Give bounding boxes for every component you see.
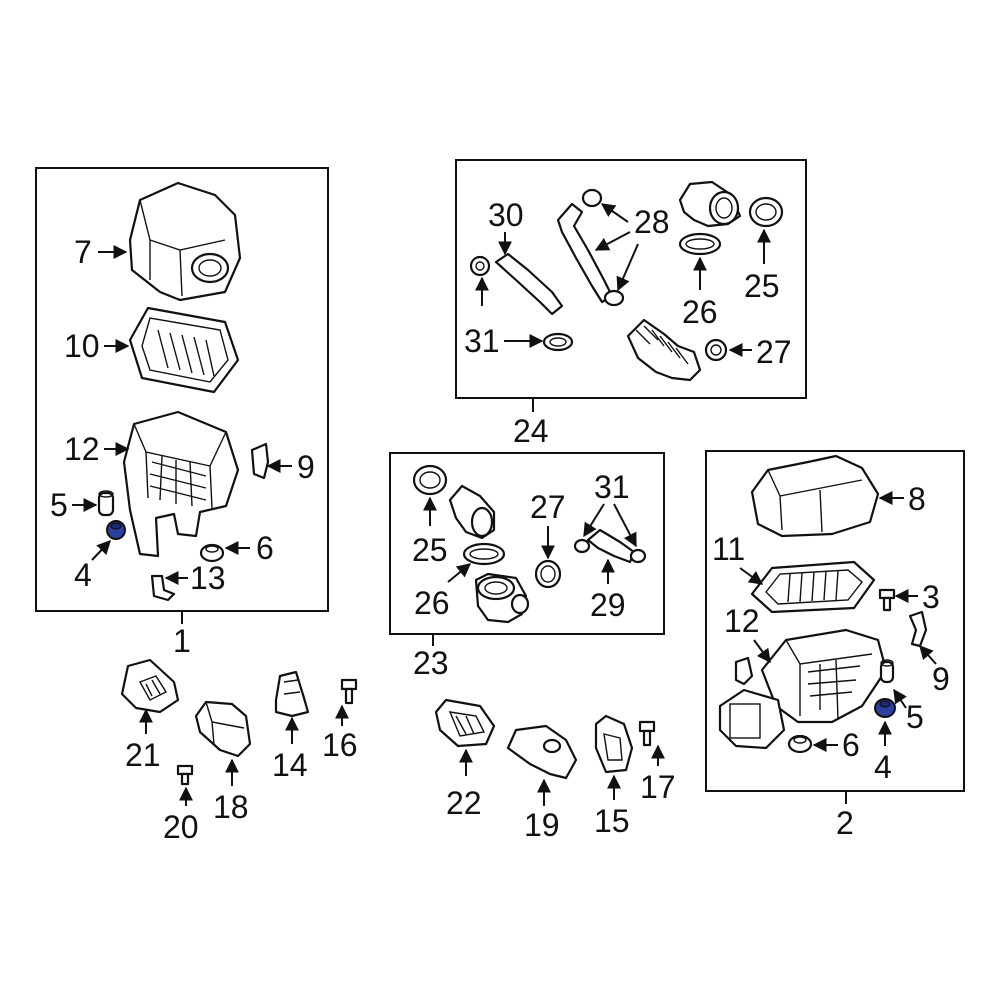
callout-16: 16 xyxy=(322,727,358,763)
part-16-bolt[interactable] xyxy=(340,678,358,705)
part-25-clamp-b[interactable] xyxy=(412,464,448,496)
assembly-box-23 xyxy=(389,452,665,635)
callout-6-right: 6 xyxy=(842,727,860,763)
callout-29: 29 xyxy=(590,587,626,623)
callout-2: 2 xyxy=(836,805,854,841)
part-30-hose[interactable] xyxy=(494,252,564,316)
callout-31-top: 31 xyxy=(464,323,500,359)
callout-24: 24 xyxy=(513,413,549,449)
part-3-bolt[interactable] xyxy=(878,588,896,612)
callout-4-right: 4 xyxy=(874,749,892,785)
part-23-elbow[interactable] xyxy=(448,484,496,540)
part-5-pin-b[interactable] xyxy=(879,659,895,684)
callout-11: 11 xyxy=(712,531,745,567)
callout-27-mid: 27 xyxy=(530,489,566,525)
callout-26-top: 26 xyxy=(682,294,718,330)
part-29-hose[interactable] xyxy=(573,528,647,564)
callout-25-mid: 25 xyxy=(412,532,448,568)
part-17-bolt[interactable] xyxy=(638,720,656,747)
callout-15: 15 xyxy=(594,803,630,839)
callout-28: 28 xyxy=(634,204,670,240)
part-24-intake-elbow[interactable] xyxy=(678,180,742,228)
part-10-air-filter[interactable] xyxy=(128,306,240,394)
callout-6: 6 xyxy=(256,530,274,566)
part-22-air-guide[interactable] xyxy=(434,698,496,748)
part-28-hose[interactable] xyxy=(556,188,625,307)
part-27-clamp-b[interactable] xyxy=(534,559,562,589)
callout-27-top: 27 xyxy=(756,334,792,370)
part-4-grommet-b-highlighted[interactable] xyxy=(874,698,896,718)
part-2-side-bracket[interactable] xyxy=(734,656,754,686)
part-20-bolt[interactable] xyxy=(176,764,194,786)
part-12-lower-housing[interactable] xyxy=(122,410,240,558)
part-23-throttle-duct[interactable] xyxy=(474,572,530,624)
callout-18: 18 xyxy=(213,789,249,825)
part-15-bracket[interactable] xyxy=(594,714,634,774)
part-8-air-cleaner-cover[interactable] xyxy=(750,454,880,538)
part-26-clamp[interactable] xyxy=(678,232,722,256)
assembly-box-2 xyxy=(705,450,965,792)
part-9-bracket[interactable] xyxy=(250,442,270,480)
callout-4: 4 xyxy=(74,557,92,593)
callout-5: 5 xyxy=(50,487,68,523)
callout-17: 17 xyxy=(640,769,676,805)
callout-1: 1 xyxy=(173,623,191,659)
part-6-mount-b[interactable] xyxy=(787,734,813,754)
callout-23: 23 xyxy=(413,645,449,681)
callout-10: 10 xyxy=(64,328,100,364)
callout-14: 14 xyxy=(272,747,308,783)
part-18-duct[interactable] xyxy=(194,700,252,758)
callout-30: 30 xyxy=(488,197,524,233)
part-13-clip[interactable] xyxy=(150,574,176,602)
part-25-clamp[interactable] xyxy=(748,196,784,228)
part-11-air-filter[interactable] xyxy=(750,560,876,614)
part-21-air-guide[interactable] xyxy=(120,658,180,714)
callout-12-right: 12 xyxy=(724,603,760,639)
callout-19: 19 xyxy=(524,807,560,843)
callout-7: 7 xyxy=(74,234,92,270)
part-31-clamp-lower[interactable] xyxy=(542,332,574,352)
callout-9-right: 9 xyxy=(932,661,950,697)
assembly-box-24 xyxy=(455,159,807,399)
part-5-pin[interactable] xyxy=(97,490,115,517)
callout-3: 3 xyxy=(922,579,940,615)
callout-9: 9 xyxy=(297,449,315,485)
callout-22: 22 xyxy=(446,785,482,821)
callout-5-right: 5 xyxy=(906,699,924,735)
part-14-bracket[interactable] xyxy=(274,670,310,718)
part-4-grommet-highlighted[interactable] xyxy=(106,520,126,540)
callout-26-mid: 26 xyxy=(414,585,450,621)
part-6-mount[interactable] xyxy=(199,543,225,563)
part-12-lower-housing-b[interactable] xyxy=(760,628,888,724)
callout-13: 13 xyxy=(190,560,226,596)
part-19-resonator[interactable] xyxy=(506,724,578,780)
callout-21: 21 xyxy=(125,737,161,773)
part-24-corrugated-duct[interactable] xyxy=(626,318,702,382)
part-27-clamp[interactable] xyxy=(704,338,728,362)
part-2-inlet-duct[interactable] xyxy=(718,688,786,750)
callout-31-mid: 31 xyxy=(594,469,630,505)
callout-20: 20 xyxy=(163,809,199,845)
part-31-clamp-upper[interactable] xyxy=(469,255,491,277)
callout-8: 8 xyxy=(908,481,926,517)
callout-25-top: 25 xyxy=(744,268,780,304)
part-26-clamp-b[interactable] xyxy=(462,542,506,566)
callout-12: 12 xyxy=(64,431,100,467)
part-9-bracket-b[interactable] xyxy=(908,610,928,648)
part-7-air-cleaner-cover[interactable] xyxy=(128,181,242,302)
